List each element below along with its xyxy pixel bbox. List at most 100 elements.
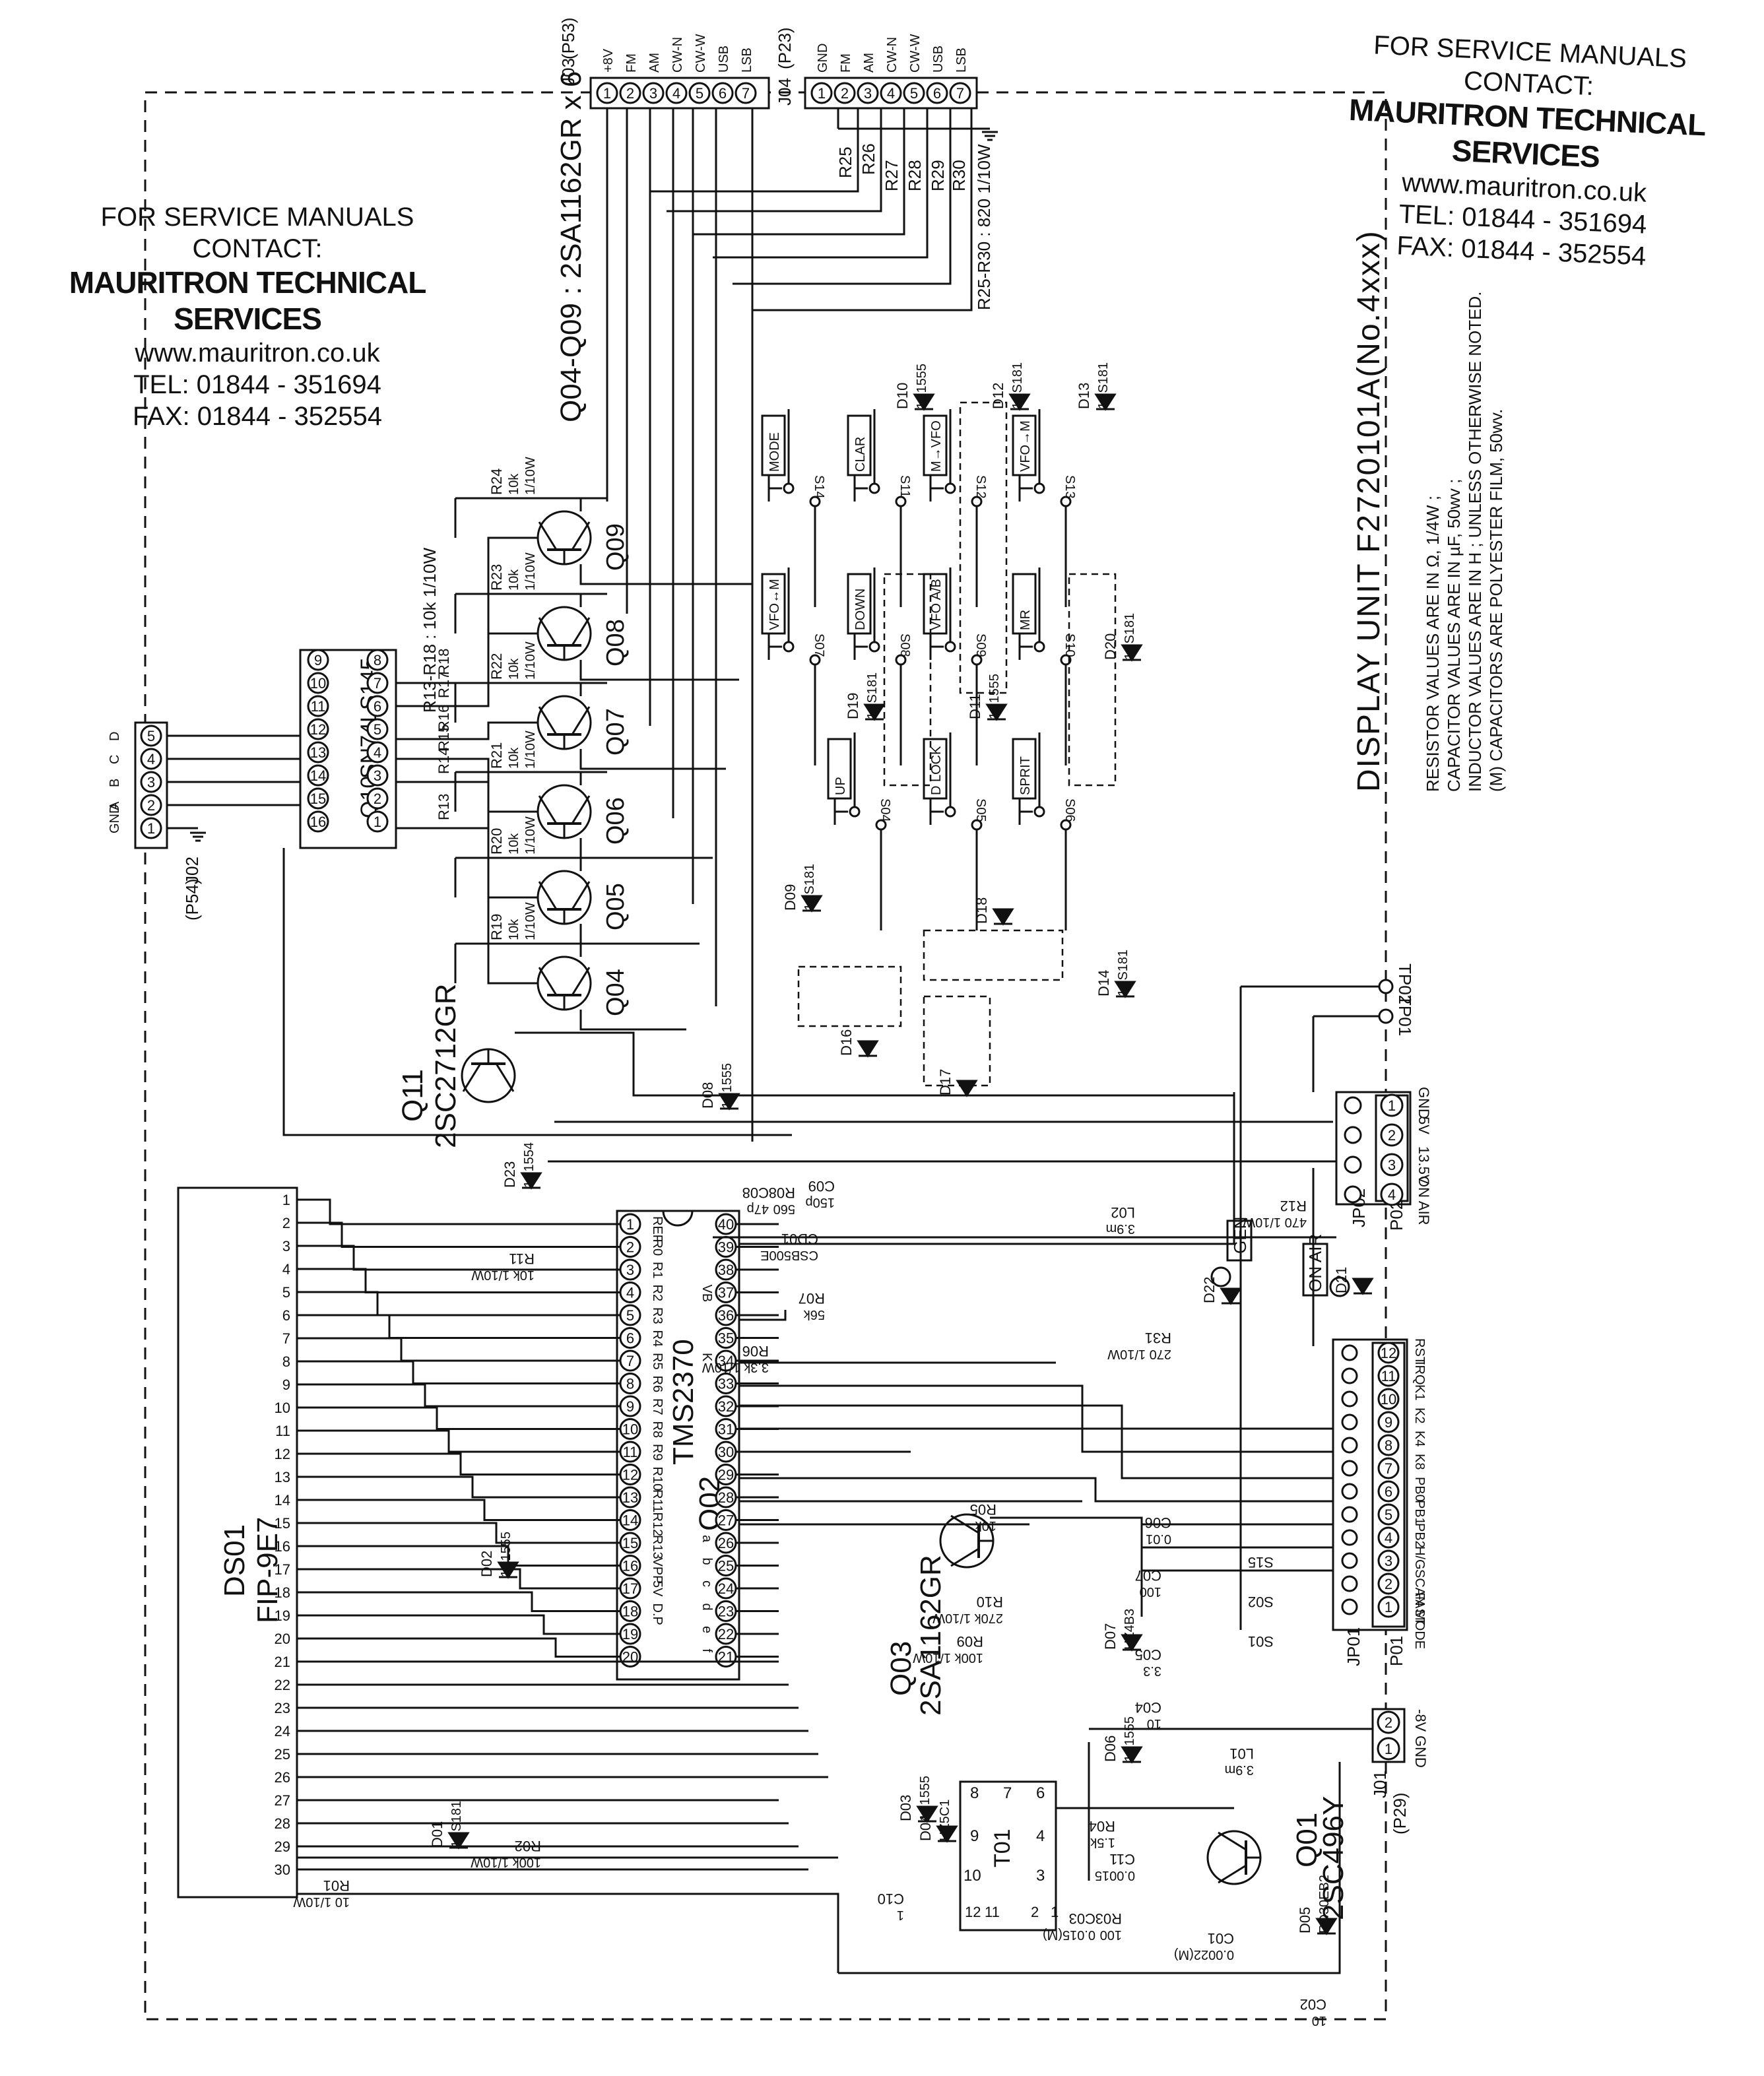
j01-pin-2: 2 xyxy=(1377,1710,1400,1734)
component-ref-r03: R03 xyxy=(1095,1910,1122,1927)
diode-part-d03: 1S1555 xyxy=(918,1776,932,1821)
component-s15: S15 xyxy=(1248,1554,1274,1571)
ds01-pin-6: 6 xyxy=(282,1307,317,1324)
j04-pin-5: 5 xyxy=(903,82,925,104)
q02-pin-27-number: 27 xyxy=(718,1512,734,1529)
q10-pin-12-number: 12 xyxy=(310,721,326,738)
ds01-pin-16: 16 xyxy=(275,1538,317,1555)
component-ref-r11: R11 xyxy=(509,1250,535,1267)
diode-d21: D21 xyxy=(1333,1267,1373,1295)
switch-ref-s11: S11 xyxy=(898,475,912,498)
j03-signal-7: LSB xyxy=(740,48,754,73)
jp01-pin-4-number: 4 xyxy=(1385,1530,1392,1546)
diode-ref-d14: D14 xyxy=(1095,970,1112,996)
t01-pin-1: 1 xyxy=(1051,1904,1059,1920)
q02-pin-7-number: 7 xyxy=(626,1353,634,1369)
ds01-pin-30: 30 xyxy=(275,1862,317,1878)
component-ref-l01: L01 xyxy=(1229,1745,1254,1762)
component-value-c08: 47p xyxy=(747,1202,769,1216)
component-value-r03: 100 xyxy=(1100,1928,1122,1942)
j03-pin-2: 2 xyxy=(619,82,641,104)
r26-label: R26 xyxy=(859,143,878,175)
jp01-pin-12-number: 12 xyxy=(1381,1345,1396,1361)
q02-pin-label-10: R8 xyxy=(650,1421,665,1439)
diode-ref-d16: D16 xyxy=(838,1029,855,1056)
switch-label-s14: MODE xyxy=(768,432,782,472)
ds01-pin-28: 28 xyxy=(275,1815,317,1832)
q02-pin-19: 19 xyxy=(619,1623,641,1645)
bus-wiring xyxy=(297,987,1373,1974)
q02-pin-35-number: 35 xyxy=(718,1330,734,1347)
test-points: TP02 TP01 xyxy=(1241,963,1415,1036)
resistor-r22: R22 xyxy=(488,653,505,680)
q10-pin-3-number: 3 xyxy=(374,767,381,784)
transistor-q11 xyxy=(461,1048,516,1103)
q02-pin-label-3: R1 xyxy=(650,1262,665,1279)
diode-ref-d03: D03 xyxy=(898,1795,914,1821)
q02-pin-label-7: R5 xyxy=(650,1353,665,1370)
j02-signal-2: A xyxy=(108,801,122,810)
ds01-pin-number: 27 xyxy=(275,1792,290,1809)
diode-d03: D03 1S1555 xyxy=(898,1776,938,1823)
j03-pin-5: 5 xyxy=(688,82,711,104)
jp01-pin-6-number: 6 xyxy=(1385,1483,1392,1500)
switch-ref-s04: S04 xyxy=(878,798,892,822)
transistor-note: Q04-Q09 : 2SA1162GR x 6 xyxy=(555,71,587,422)
j01-signal-2: -8V xyxy=(1412,1709,1429,1732)
notice-line: www.mauritron.co.uk xyxy=(135,339,380,368)
j02-signal-1: GND xyxy=(108,804,122,833)
diode-ref-d13: D13 xyxy=(1076,383,1092,409)
j02-pin-1-number: 1 xyxy=(147,820,155,837)
component-ref-cd01: CD01 xyxy=(781,1231,818,1247)
ds01-pin-1: 1 xyxy=(282,1192,317,1208)
jp01-signal-8: K4 xyxy=(1412,1431,1427,1446)
q02-pin-7: 7 xyxy=(619,1349,641,1372)
jp01-pin-7-number: 7 xyxy=(1385,1460,1392,1477)
ds01-pin-number: 3 xyxy=(282,1238,290,1254)
q10-pin-11: 11 xyxy=(307,695,329,717)
resistor-watt: 1/10W xyxy=(523,730,538,769)
base-resistor: R17 xyxy=(436,672,452,698)
j04-pin-2: 2 xyxy=(833,82,856,104)
ds01-pin-number: 14 xyxy=(275,1492,290,1508)
jp01-pin-5-number: 5 xyxy=(1385,1507,1392,1523)
switch-label-s09: VFO A/B xyxy=(929,579,944,630)
q10-pin-15-number: 15 xyxy=(310,791,326,807)
q02-pin-32: 32 xyxy=(715,1395,737,1417)
diode-part-d09: 1SS181 xyxy=(802,864,817,911)
switch-label-s12: M→VFO xyxy=(929,420,944,472)
tp01-point[interactable] xyxy=(1378,1008,1394,1024)
q02-pin-24-number: 24 xyxy=(718,1580,734,1597)
j02-signal-3: B xyxy=(108,779,122,787)
ds01-pin-25: 25 xyxy=(275,1746,317,1763)
q02-pin-15-number: 15 xyxy=(622,1535,638,1551)
j01-plug: (P29) xyxy=(1390,1792,1410,1834)
q02-pin-label-6: R4 xyxy=(650,1330,665,1347)
display-ds01: DS01 FIP-9E7 xyxy=(177,1186,298,1898)
j01-pin-2-number: 2 xyxy=(1385,1714,1392,1731)
jp01-pin-7: 7 xyxy=(1377,1457,1400,1479)
j02-pin-4: 4 xyxy=(140,748,162,770)
jp02-pin-2: 2 xyxy=(1380,1123,1404,1147)
tp02-point[interactable] xyxy=(1378,979,1394,994)
component-value-c04: 10 xyxy=(1147,1716,1161,1731)
